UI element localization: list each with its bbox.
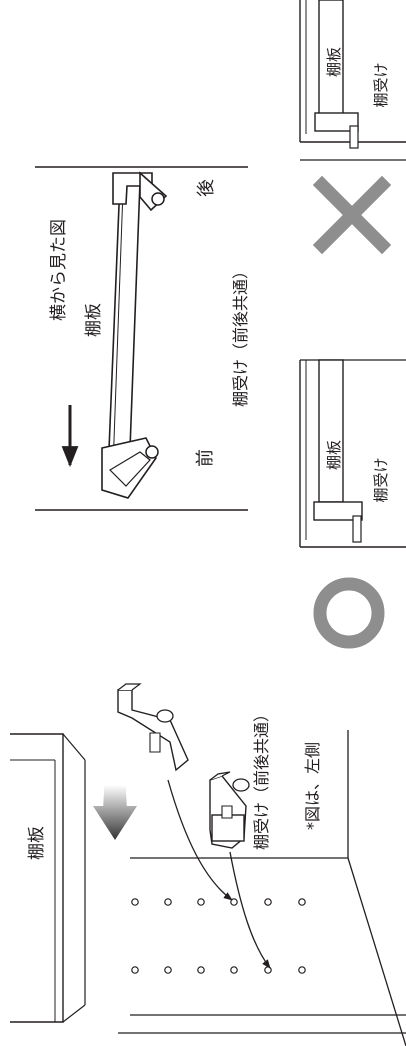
bracket-common-label-side: 棚受け（前後共通） bbox=[231, 263, 250, 407]
incorrect-example: 棚板 棚受け bbox=[299, 0, 406, 149]
installation-perspective: 棚板 bbox=[10, 683, 406, 1046]
incorrect-cross-icon bbox=[312, 175, 392, 255]
figure-note-label: *図は、左側 bbox=[303, 742, 322, 830]
shelf-board-correct bbox=[318, 359, 344, 503]
shelf-board-perspective bbox=[10, 733, 86, 1023]
back-label: 後 bbox=[196, 179, 217, 197]
guide-arrow-upper bbox=[167, 779, 233, 901]
bracket-incorrect bbox=[314, 112, 359, 132]
bracket-perspective-upper bbox=[117, 683, 189, 772]
side-view-diagram: 横から見た図 棚板 後 前 棚受け（前後共通） bbox=[35, 166, 250, 511]
front-bracket-side bbox=[101, 437, 159, 499]
cabinet-side-panel bbox=[118, 730, 406, 1046]
side-view-title: 横から見た図 bbox=[49, 219, 69, 321]
shelf-board-label-side: 棚板 bbox=[84, 303, 104, 337]
guide-arrow-lower bbox=[229, 851, 271, 969]
correct-example: 棚板 棚受け bbox=[299, 359, 406, 548]
bracket-label-correct: 棚受け bbox=[372, 457, 390, 502]
bracket-label-incorrect: 棚受け bbox=[372, 62, 390, 107]
shelf-board-side bbox=[107, 180, 141, 476]
front-label: 前 bbox=[195, 449, 216, 467]
bracket-perspective-lower bbox=[209, 771, 250, 849]
bracket-common-label-perspective: 棚受け（前後共通） bbox=[252, 706, 271, 850]
shelf-board-label-correct: 棚板 bbox=[325, 440, 343, 470]
shelf-board-label-perspective: 棚板 bbox=[27, 826, 47, 860]
back-bracket-side bbox=[112, 171, 168, 212]
correct-circle-icon bbox=[313, 577, 385, 649]
bracket-correct bbox=[313, 501, 363, 521]
shelf-board-label-incorrect: 棚板 bbox=[325, 47, 343, 77]
